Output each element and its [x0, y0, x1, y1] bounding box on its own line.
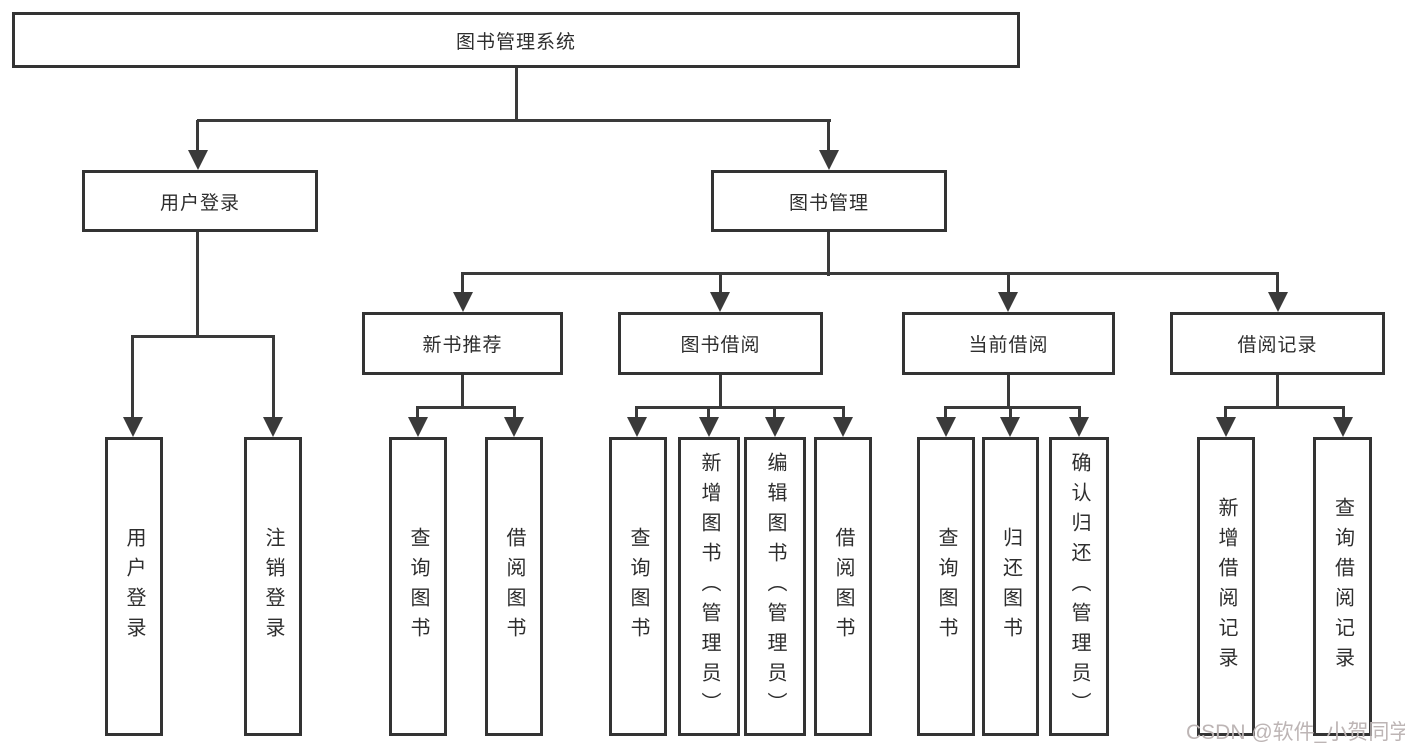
- connector-stem: [1009, 406, 1012, 420]
- connector-stem: [513, 406, 516, 420]
- node-label: 当前借阅: [968, 335, 1049, 356]
- connector-userlogin-crossbar: [131, 335, 275, 338]
- connector-stem-book-borrow: [719, 272, 722, 294]
- connector-stem: [635, 406, 638, 420]
- leaf-query-borrow-record: 查询借阅记录: [1313, 437, 1372, 736]
- leaf-logout: 注销登录: [244, 437, 302, 736]
- connector-newbook-crossbar: [416, 406, 516, 409]
- arrowhead-down-icon: [263, 417, 283, 437]
- leaf-query-books-recommend: 查询图书: [389, 437, 447, 736]
- leaf-borrow-books: 借阅图书: [814, 437, 872, 736]
- leaf-add-borrow-record: 新增借阅记录: [1197, 437, 1255, 736]
- leaf-add-books-admin: 新增图书（管理员）: [678, 437, 740, 736]
- arrowhead-down-icon: [699, 417, 719, 437]
- connector-stem: [842, 406, 845, 420]
- leaf-edit-books-admin: 编辑图书（管理员）: [744, 437, 806, 736]
- node-label: 用户登录: [159, 192, 240, 214]
- connector-stem: [1078, 406, 1081, 420]
- node-label: 图书管理系统: [455, 31, 576, 53]
- arrowhead-down-icon: [1069, 417, 1089, 437]
- connector-bookborrow-crossbar: [635, 406, 845, 409]
- connector-bookborrow-trunk: [719, 375, 722, 409]
- leaf-label: 查询图书: [935, 526, 957, 647]
- leaf-label: 借阅图书: [503, 526, 525, 647]
- leaf-return-books: 归还图书: [982, 437, 1039, 736]
- leaf-confirm-return-admin: 确认归还（管理员）: [1049, 437, 1109, 736]
- leaf-label: 确认归还（管理员）: [1068, 451, 1090, 722]
- arrowhead-down-icon: [188, 150, 208, 170]
- leaf-label: 新增图书（管理员）: [698, 451, 720, 722]
- connector-stem-user-login: [196, 120, 199, 152]
- arrowhead-down-icon: [936, 417, 956, 437]
- arrowhead-down-icon: [453, 292, 473, 312]
- leaf-label: 查询图书: [407, 526, 429, 647]
- node-label: 新书推荐: [422, 335, 503, 356]
- node-label: 借阅记录: [1237, 335, 1318, 356]
- node-root-library-system: 图书管理系统: [12, 12, 1020, 68]
- leaf-label: 注销登录: [262, 526, 284, 647]
- leaf-label: 新增借阅记录: [1215, 496, 1237, 677]
- leaf-label: 查询借阅记录: [1331, 496, 1354, 677]
- connector-bookmgmt-trunk: [827, 232, 830, 276]
- connector-bookmgmt-crossbar: [461, 272, 1279, 275]
- connector-stem: [1342, 406, 1345, 420]
- node-borrow-records: 借阅记录: [1170, 312, 1385, 375]
- connector-stem-login-leaf: [131, 335, 134, 419]
- csdn-watermark: CSDN @软件_小贺同学: [1186, 721, 1405, 744]
- leaf-label: 用户登录: [123, 526, 145, 647]
- arrowhead-down-icon: [833, 417, 853, 437]
- connector-stem: [1224, 406, 1227, 420]
- arrowhead-down-icon: [1333, 417, 1353, 437]
- connector-userlogin-trunk: [196, 232, 199, 338]
- connector-stem: [707, 406, 710, 420]
- connector-root-crossbar: [197, 119, 831, 122]
- leaf-borrow-books-recommend: 借阅图书: [485, 437, 543, 736]
- arrowhead-down-icon: [1216, 417, 1236, 437]
- arrowhead-down-icon: [998, 292, 1018, 312]
- connector-currentborrow-trunk: [1007, 375, 1010, 409]
- arrowhead-down-icon: [627, 417, 647, 437]
- connector-newbook-trunk: [461, 375, 464, 409]
- leaf-label: 编辑图书（管理员）: [764, 451, 786, 722]
- connector-stem-new-book: [461, 272, 464, 294]
- arrowhead-down-icon: [765, 417, 785, 437]
- arrowhead-down-icon: [710, 292, 730, 312]
- node-current-borrowing: 当前借阅: [902, 312, 1115, 375]
- leaf-label: 归还图书: [999, 526, 1022, 647]
- connector-root-trunk: [515, 68, 518, 122]
- arrowhead-down-icon: [1000, 417, 1020, 437]
- arrowhead-down-icon: [819, 150, 839, 170]
- node-label: 图书借阅: [680, 335, 761, 356]
- leaf-label: 查询图书: [627, 526, 649, 647]
- connector-stem: [773, 406, 776, 420]
- node-book-borrowing: 图书借阅: [618, 312, 823, 375]
- leaf-query-books-borrowing: 查询图书: [609, 437, 667, 736]
- connector-borrowrecord-trunk: [1276, 375, 1279, 409]
- node-user-login: 用户登录: [82, 170, 318, 232]
- connector-currentborrow-crossbar: [944, 406, 1081, 409]
- arrowhead-down-icon: [1268, 292, 1288, 312]
- node-label: 图书管理: [788, 192, 869, 214]
- node-new-book-recommend: 新书推荐: [362, 312, 563, 375]
- arrowhead-down-icon: [408, 417, 428, 437]
- connector-stem-logout-leaf: [272, 335, 275, 419]
- leaf-query-books-current: 查询图书: [917, 437, 975, 736]
- connector-borrowrecord-crossbar: [1224, 406, 1345, 409]
- arrowhead-down-icon: [123, 417, 143, 437]
- connector-stem: [944, 406, 947, 420]
- connector-stem: [416, 406, 419, 420]
- connector-stem-book-mgmt: [827, 120, 830, 152]
- arrowhead-down-icon: [504, 417, 524, 437]
- leaf-label: 借阅图书: [832, 526, 854, 647]
- leaf-user-login: 用户登录: [105, 437, 163, 736]
- node-book-management: 图书管理: [711, 170, 947, 232]
- connector-stem-current-borrow: [1007, 272, 1010, 294]
- connector-stem-borrow-record: [1276, 272, 1279, 294]
